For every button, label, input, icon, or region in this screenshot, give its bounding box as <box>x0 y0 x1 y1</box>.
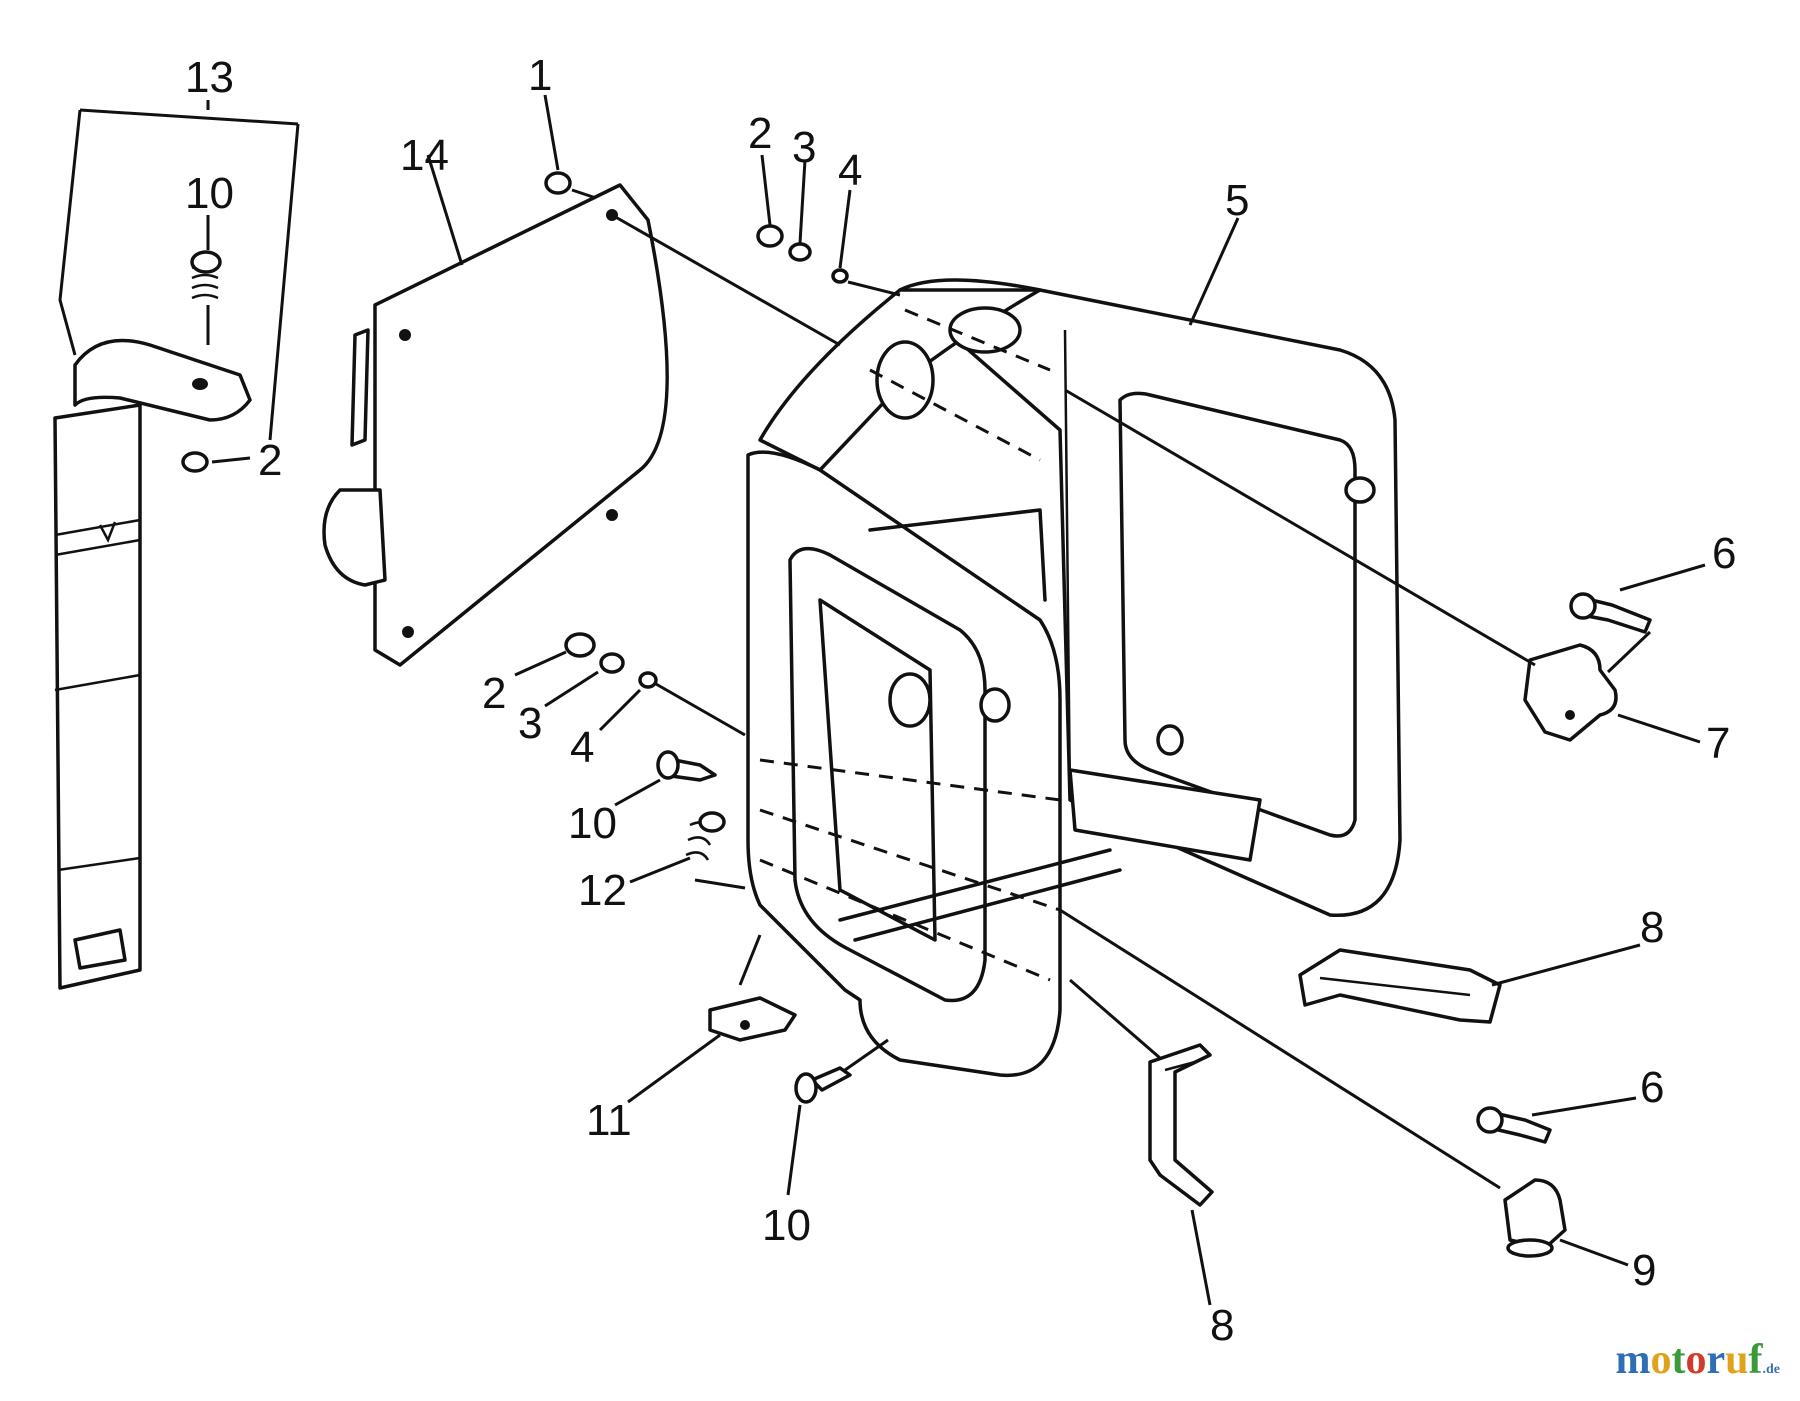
part-13-side-cover <box>53 100 300 990</box>
part-11-bracket <box>627 934 797 1104</box>
logo-letter: r <box>1706 1337 1726 1383</box>
callout-6-upper: 6 <box>1712 529 1736 578</box>
part-7-bracket <box>1064 388 1706 744</box>
callout-9: 9 <box>1632 1246 1656 1295</box>
callout-10-top: 10 <box>185 169 234 218</box>
motoruf-logo: motoruf.de <box>1615 1336 1780 1384</box>
callout-14: 14 <box>400 131 449 180</box>
callout-2-top: 2 <box>748 109 772 158</box>
mid-hardware <box>514 632 746 890</box>
callout-8-bottom: 8 <box>1210 1301 1234 1350</box>
logo-letter: u <box>1725 1337 1749 1383</box>
logo-letter: t <box>1671 1337 1686 1383</box>
bolt-hole-icon <box>192 378 208 390</box>
logo-letter: o <box>1650 1337 1672 1383</box>
callout-8-right: 8 <box>1640 903 1664 952</box>
part-10-bottom-bolt <box>786 1038 889 1196</box>
callout-3-mid: 3 <box>518 699 542 748</box>
nut-icon <box>544 171 572 195</box>
callout-12: 12 <box>578 866 627 915</box>
callout-1: 1 <box>528 51 552 100</box>
callout-4-top: 4 <box>838 146 862 195</box>
part-8-bottom-bracket <box>1069 978 1214 1306</box>
logo-suffix: .de <box>1762 1362 1781 1377</box>
callout-10-mid: 10 <box>568 799 617 848</box>
callout-7: 7 <box>1706 719 1730 768</box>
callout-13: 13 <box>185 53 234 102</box>
logo-letter: o <box>1685 1337 1707 1383</box>
callout-3-top: 3 <box>792 123 816 172</box>
part-9-mount <box>1059 908 1637 1267</box>
callout-2-mid: 2 <box>482 669 506 718</box>
part-8-right-bracket <box>1298 943 1641 1024</box>
part-14-cover-plate <box>322 154 669 667</box>
callout-11: 11 <box>586 1096 632 1145</box>
callout-10-bottom: 10 <box>762 1201 811 1250</box>
callout-labels: 13 10 2 14 1 2 3 4 5 6 7 2 3 4 10 12 8 6… <box>185 51 1736 1350</box>
callout-2-left: 2 <box>258 436 282 485</box>
callout-5: 5 <box>1225 176 1249 225</box>
logo-letter: m <box>1615 1337 1651 1383</box>
callout-6-lower: 6 <box>1640 1063 1664 1112</box>
part-5-frame <box>746 217 1402 1078</box>
callout-4-mid: 4 <box>570 723 594 772</box>
logo-letter: f <box>1748 1337 1763 1383</box>
top-hardware <box>543 94 901 347</box>
